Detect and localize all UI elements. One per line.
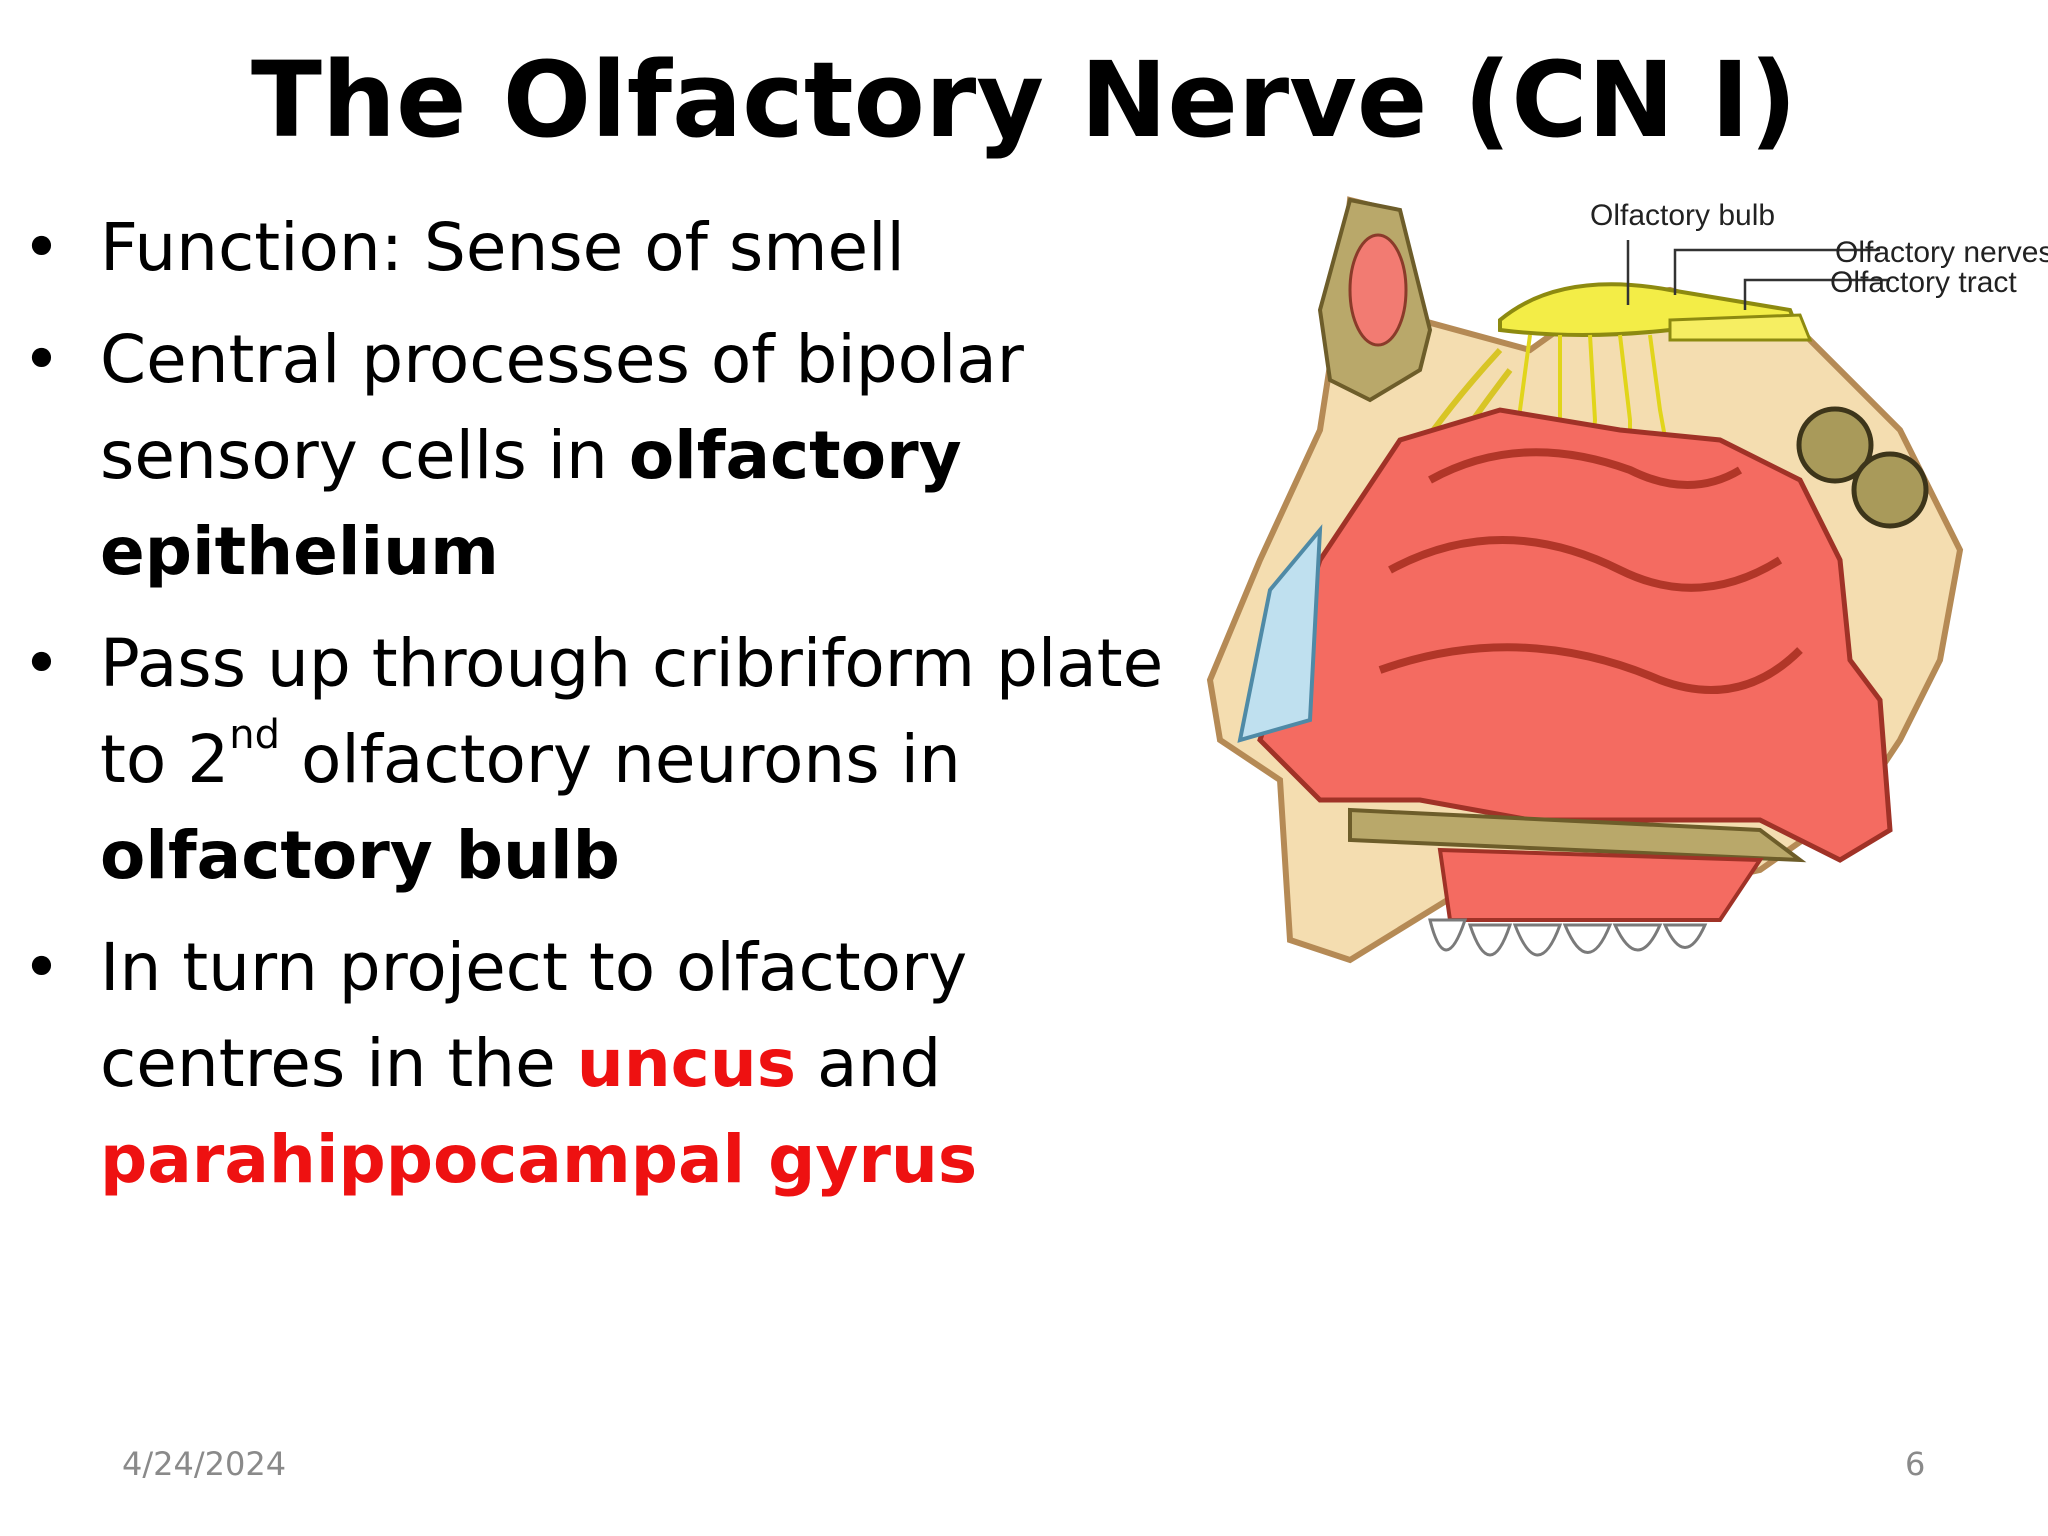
label-leader-lines <box>1626 240 1890 310</box>
middle-turbinate <box>1388 536 1783 592</box>
bullet-item: • Function: Sense of smell <box>20 200 1180 296</box>
slide-title: The Olfactory Nerve (CN I) <box>250 39 1798 161</box>
bullet-list: • Function: Sense of smell • Central pro… <box>20 200 1180 1224</box>
bold-term-olfactory-bulb: olfactory bulb <box>100 817 620 894</box>
bullet-item: • Pass up through cribriform plate to 2n… <box>20 616 1180 904</box>
inferior-turbinate <box>1378 643 1803 694</box>
slide-number: 6 <box>1905 1445 1926 1483</box>
bullet-text: Function: Sense of smell <box>100 209 905 286</box>
bold-term-olfactory-epithelium: olfactory epithelium <box>100 417 962 590</box>
bullet-text-continued: olfactory neurons in <box>279 721 961 798</box>
hard-palate <box>1348 807 1807 863</box>
nasal-mucosa <box>1257 407 1893 863</box>
bullet-text: In turn project to olfactory centres in … <box>100 929 968 1102</box>
red-term-uncus: uncus <box>576 1025 797 1102</box>
oral-cavity <box>1437 847 1764 922</box>
red-term-parahippocampal-gyrus: parahippocampal gyrus <box>100 1121 978 1198</box>
frontal-sinus <box>1348 233 1408 347</box>
bullet-text: Central processes of bipolar sensory cel… <box>100 321 1024 494</box>
bullet-item: • Central processes of bipolar sensory c… <box>20 312 1180 600</box>
label-olfactory-nerves: Olfactory nerves <box>1835 236 2048 269</box>
superior-turbinate <box>1428 448 1743 489</box>
bullet-dot: • <box>22 321 61 398</box>
superscript: nd <box>229 712 280 758</box>
olfactory-tract-shape <box>1668 313 1813 342</box>
sphenoid-sinus <box>1796 406 1874 484</box>
sphenoid-sinus <box>1851 451 1929 529</box>
bullet-dot: • <box>22 929 61 1006</box>
label-olfactory-bulb: Olfactory bulb <box>1590 199 1775 232</box>
nasal-cavity-anatomy-illustration: Olfactory bulb Olfactory nerves Olfactor… <box>1206 196 2048 964</box>
nasal-cartilage <box>1237 524 1323 743</box>
bullet-dot: • <box>22 209 61 286</box>
label-olfactory-tract: Olfactory tract <box>1830 266 2017 299</box>
footer-date: 4/24/2024 <box>122 1445 287 1483</box>
bullet-text-continued: and <box>796 1025 942 1102</box>
teeth <box>1428 918 1708 957</box>
bullet-text: Pass up through cribriform plate to 2 <box>100 625 1164 798</box>
bullet-item: • In turn project to olfactory centres i… <box>20 920 1180 1208</box>
bullet-dot: • <box>22 625 61 702</box>
